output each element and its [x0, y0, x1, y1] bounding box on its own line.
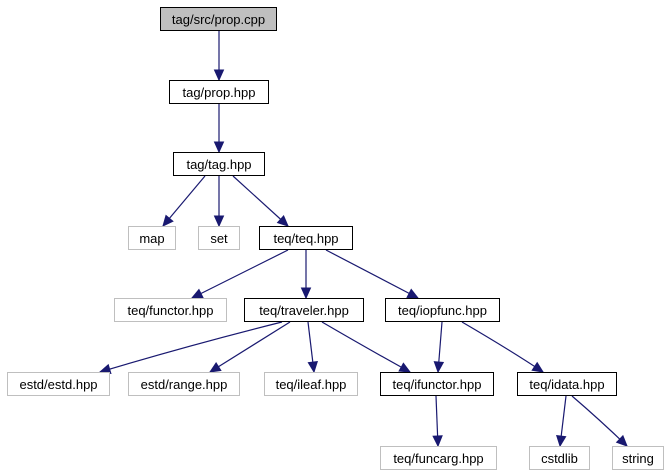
node-tag-hpp[interactable]: tag/tag.hpp	[173, 152, 265, 176]
edge-arrowhead	[208, 361, 222, 373]
node-prop-cpp[interactable]: tag/src/prop.cpp	[160, 7, 277, 31]
node-functor-hpp: teq/functor.hpp	[114, 298, 227, 322]
edge-arrowhead	[432, 435, 443, 448]
node-iopfunc-hpp[interactable]: teq/iopfunc.hpp	[385, 298, 500, 322]
edge-traveler-hpp-to-ifunctor-hpp	[321, 321, 412, 373]
node-ileaf-hpp: teq/ileaf.hpp	[264, 372, 358, 396]
edge-teq-hpp-to-traveler-hpp	[300, 250, 312, 300]
edge-line	[191, 249, 289, 299]
edge-iopfunc-hpp-to-ifunctor-hpp	[433, 321, 445, 374]
edge-ifunctor-hpp-to-funcarg-hpp	[432, 395, 443, 448]
edge-arrowhead	[300, 287, 312, 300]
edge-arrowhead	[213, 215, 225, 228]
edge-prop-hpp-to-tag-hpp	[213, 104, 225, 154]
edge-line	[461, 321, 544, 373]
edge-line	[325, 249, 419, 299]
node-funcarg-hpp: teq/funcarg.hpp	[380, 446, 497, 470]
edge-line	[99, 321, 283, 373]
edge-arrowhead	[276, 215, 289, 227]
edge-line	[162, 175, 206, 227]
edge-arrowhead	[433, 361, 445, 374]
node-traveler-hpp[interactable]: teq/traveler.hpp	[244, 298, 364, 322]
edge-line	[209, 321, 291, 373]
edge-arrowhead	[398, 362, 412, 373]
edge-teq-hpp-to-iopfunc-hpp	[325, 249, 420, 299]
edge-line	[571, 395, 628, 447]
edge-tag-hpp-to-map	[162, 175, 206, 227]
edge-traveler-hpp-to-ileaf-hpp	[307, 321, 318, 374]
node-set: set	[198, 226, 240, 250]
node-range-hpp: estd/range.hpp	[128, 372, 240, 396]
edge-arrowhead	[162, 214, 174, 227]
node-estd-hpp: estd/estd.hpp	[7, 372, 110, 396]
edge-tag-hpp-to-set	[213, 176, 225, 228]
edge-line	[232, 175, 289, 227]
node-prop-hpp[interactable]: tag/prop.hpp	[169, 80, 269, 104]
edge-arrowhead	[556, 434, 567, 448]
edge-line	[321, 321, 411, 373]
edge-arrowhead	[213, 141, 225, 154]
edge-arrowhead	[615, 434, 628, 447]
edge-traveler-hpp-to-estd-hpp	[98, 321, 283, 375]
edge-arrowhead	[213, 69, 225, 82]
node-cstdlib: cstdlib	[529, 446, 590, 470]
edge-idata-hpp-to-cstdlib	[556, 395, 567, 448]
edge-arrowhead	[406, 288, 420, 299]
edge-arrowhead	[307, 360, 318, 374]
edge-iopfunc-hpp-to-idata-hpp	[461, 321, 545, 373]
node-teq-hpp[interactable]: teq/teq.hpp	[259, 226, 353, 250]
edge-arrowhead	[531, 361, 545, 373]
node-string: string	[612, 446, 664, 470]
edge-traveler-hpp-to-range-hpp	[208, 321, 291, 373]
node-idata-hpp[interactable]: teq/idata.hpp	[517, 372, 617, 396]
node-ifunctor-hpp[interactable]: teq/ifunctor.hpp	[380, 372, 494, 396]
edge-teq-hpp-to-functor-hpp	[190, 249, 289, 299]
edge-arrowhead	[190, 288, 204, 299]
edge-idata-hpp-to-string	[571, 395, 628, 447]
edge-prop-cpp-to-prop-hpp	[213, 31, 225, 82]
node-map: map	[128, 226, 176, 250]
edge-tag-hpp-to-teq-hpp	[232, 175, 289, 227]
